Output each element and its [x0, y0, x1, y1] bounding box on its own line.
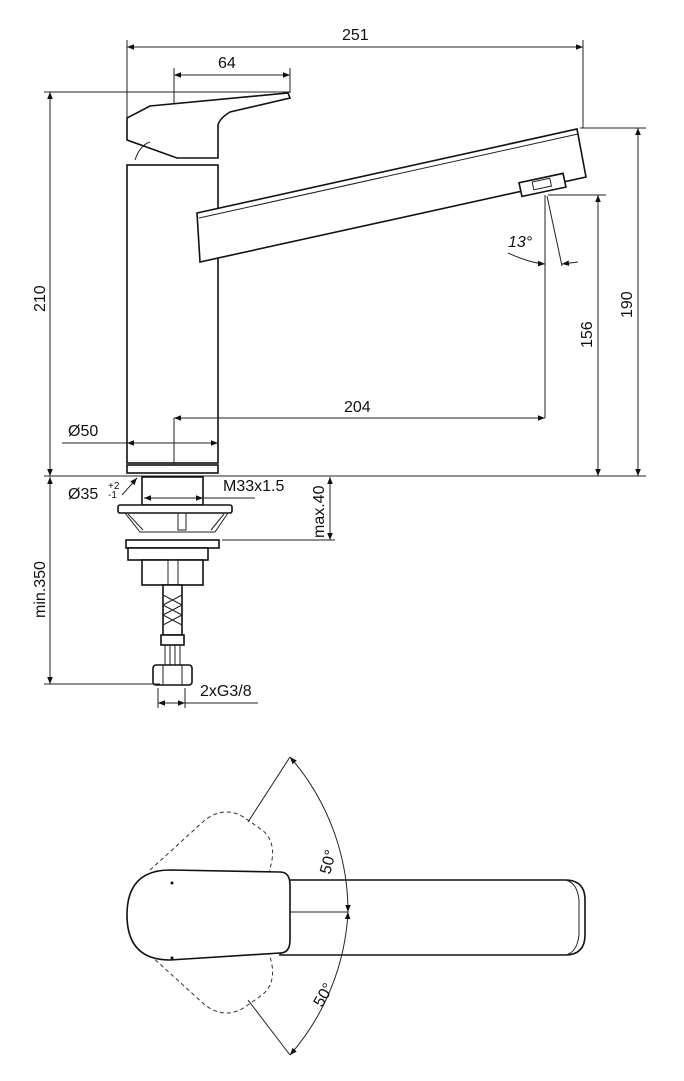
mounting-flange [117, 504, 233, 514]
dim-13-degrees: 13° [508, 234, 533, 251]
dim-rotation-left: 50° [317, 848, 340, 876]
dim-diameter-50: Ø50 [68, 423, 98, 440]
dim-204: 204 [344, 399, 371, 416]
dim-max-40: max.40 [311, 485, 328, 538]
dim-thread: M33x1.5 [223, 478, 284, 495]
tolerance-minus: -1 [108, 490, 117, 501]
handle-lever [126, 92, 292, 159]
aerator [518, 172, 567, 198]
tolerance-plus: +2 [108, 481, 120, 492]
handle-rotated-left [149, 811, 273, 906]
handle-rotated-right [149, 919, 273, 1014]
spout [196, 128, 587, 263]
dim-64: 64 [218, 55, 236, 72]
top-view: 50° 50° [126, 756, 586, 1056]
dim-156: 156 [579, 321, 596, 348]
dim-190: 190 [619, 291, 636, 318]
dim-210: 210 [32, 285, 49, 312]
hose-nut [152, 664, 193, 686]
dim-min-350: min.350 [32, 561, 49, 618]
handle-top [126, 869, 291, 961]
dim-diameter-35: Ø35 [68, 486, 98, 503]
side-view: 251 64 210 190 156 204 13° Ø50 Ø35 +2 -1… [32, 27, 646, 708]
spout-top [279, 879, 586, 956]
dim-connection: 2xG3/8 [200, 683, 252, 700]
dim-rotation-right: 50° [311, 981, 338, 1010]
dim-251: 251 [342, 27, 369, 44]
